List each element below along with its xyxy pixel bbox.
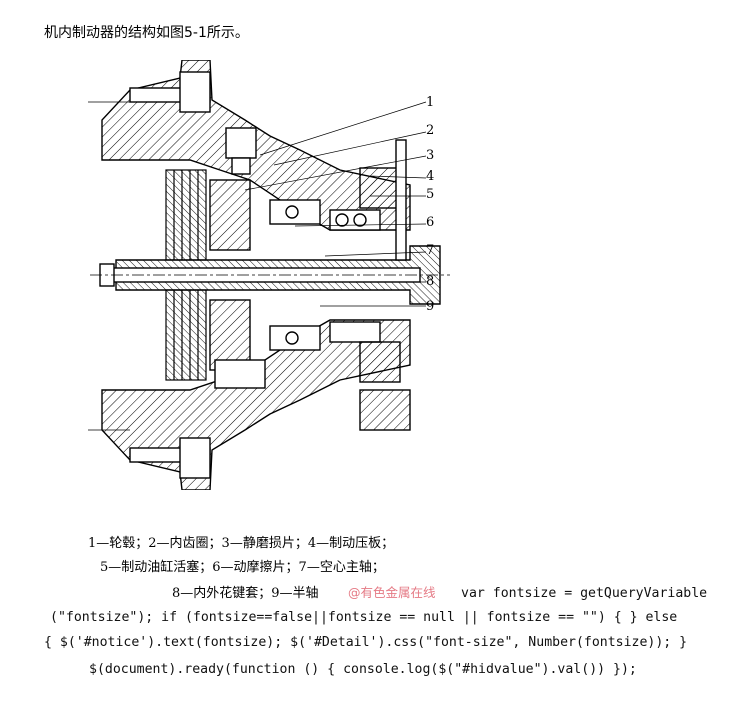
callout-6: 6 <box>426 215 435 230</box>
callout-1: 1 <box>426 95 435 110</box>
callout-5: 5 <box>426 187 435 202</box>
brake-assembly-drawing <box>88 60 450 490</box>
callout-7: 7 <box>426 243 435 258</box>
callout-4: 4 <box>426 169 435 184</box>
watermark: @有色金属在线 <box>348 585 436 600</box>
callout-2: 2 <box>426 123 435 138</box>
part-callouts: 1 2 3 4 5 6 7 8 9 <box>426 95 466 325</box>
caption-line-3: 8—内外花键套；9—半轴 <box>172 586 319 601</box>
callout-9: 9 <box>426 299 435 314</box>
code-line-1: var fontsize = getQueryVariable <box>461 586 708 601</box>
code-line-4: $(document).ready(function () { console.… <box>89 662 637 677</box>
caption-line-1: 1—轮毂；2—内齿圈；3—静磨损片；4—制动压板； <box>88 536 395 551</box>
intro-text: 机内制动器的结构如图5-1所示。 <box>44 25 249 41</box>
code-line-2: ("fontsize"); if (fontsize==false||fonts… <box>50 610 678 625</box>
caption-line-2: 5—制动油缸活塞；6—动摩擦片；7—空心主轴； <box>100 560 385 575</box>
callout-8: 8 <box>426 274 435 289</box>
code-line-3: { $('#notice').text(fontsize); $('#Detai… <box>44 635 688 650</box>
callout-3: 3 <box>426 148 435 163</box>
